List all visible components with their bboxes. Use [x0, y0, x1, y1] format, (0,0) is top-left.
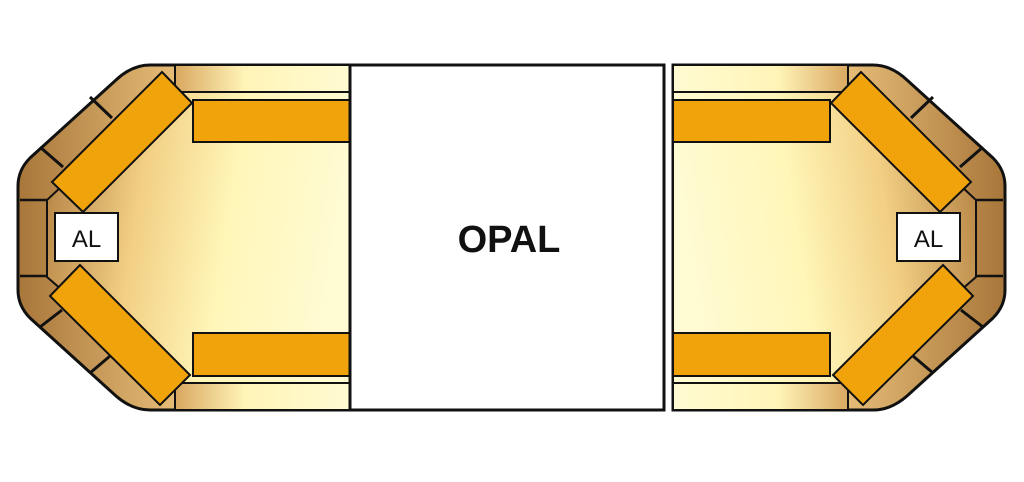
- right-al-label: AL: [914, 226, 943, 253]
- left-al-label: AL: [72, 226, 101, 253]
- right-al-box: [896, 212, 961, 262]
- left-al-box: [54, 212, 119, 262]
- center-panel: [348, 63, 666, 412]
- center-label: OPAL: [458, 219, 561, 261]
